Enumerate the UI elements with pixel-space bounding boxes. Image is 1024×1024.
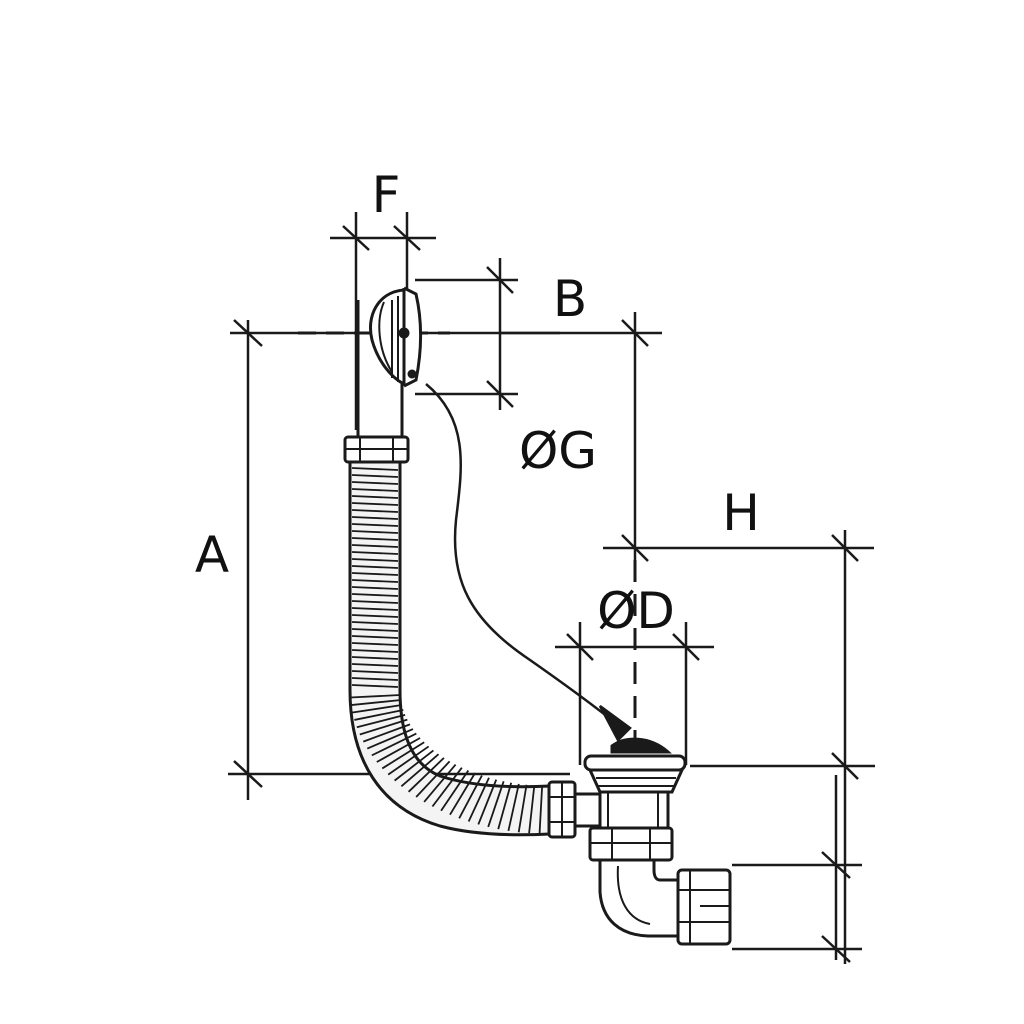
hose-rib xyxy=(362,723,411,743)
hose-rib xyxy=(366,728,414,750)
overflow-head xyxy=(369,286,422,388)
hose-rib xyxy=(487,781,505,828)
outlet-nut xyxy=(676,868,732,946)
hose-rib xyxy=(467,777,490,822)
hose-rib xyxy=(528,785,536,834)
hose-rib xyxy=(351,699,401,706)
hose-rib xyxy=(497,782,513,830)
hose-rib xyxy=(351,509,399,513)
hose-rib xyxy=(517,784,528,833)
dimension-labels: F B ØG H ØD A xyxy=(195,166,760,640)
hose-rib xyxy=(458,775,483,819)
label-d: ØD xyxy=(597,582,675,640)
flexible-hose xyxy=(348,460,552,837)
hose-rib xyxy=(351,614,399,618)
hose-rib xyxy=(415,760,451,798)
hose-rib xyxy=(431,767,463,808)
hose-rib xyxy=(507,783,520,832)
hose-rib xyxy=(376,737,421,763)
hose-rib xyxy=(351,523,399,527)
hose-rib xyxy=(351,677,399,681)
hose-rib xyxy=(351,642,399,646)
hose-rib xyxy=(351,467,399,471)
center-lines xyxy=(298,331,637,740)
hose-rib xyxy=(351,551,399,555)
label-a: A xyxy=(195,526,229,584)
hose-rib xyxy=(351,663,399,667)
hose-rib xyxy=(351,628,399,632)
label-b: B xyxy=(553,270,587,328)
hose-rib xyxy=(351,593,399,597)
hose-rib xyxy=(351,670,399,674)
hose-rib xyxy=(351,600,399,604)
hose-rib xyxy=(356,713,406,729)
hose-rib xyxy=(352,704,402,714)
hose-rib xyxy=(354,709,404,721)
label-f: F xyxy=(372,166,401,224)
hose-rib xyxy=(400,753,440,788)
hose-rib xyxy=(351,558,399,562)
hose-rib xyxy=(351,481,399,485)
hose-rib xyxy=(351,502,399,506)
hose-rib xyxy=(350,694,401,699)
hose-rib xyxy=(351,579,399,583)
hose-rib xyxy=(381,741,425,770)
hose-rib xyxy=(351,537,399,541)
hose-rib xyxy=(477,779,498,825)
hose-rib xyxy=(351,544,399,548)
control-cable xyxy=(425,383,632,743)
hose-rib xyxy=(359,718,408,736)
hose-rib xyxy=(351,621,399,625)
hose-rib xyxy=(387,745,430,776)
hose-rib xyxy=(351,586,399,590)
drain-nut xyxy=(588,826,674,862)
hose-rib xyxy=(449,772,476,816)
hose-rib xyxy=(351,474,399,478)
hose-rib xyxy=(351,649,399,653)
label-h: H xyxy=(722,484,760,542)
drain-body xyxy=(573,790,670,830)
upper-hose-nut xyxy=(343,435,410,464)
dimension-lines xyxy=(228,212,875,964)
drain-elbow xyxy=(598,858,682,938)
hose-rib xyxy=(351,684,399,688)
hose-rib xyxy=(407,757,445,793)
drain-plug xyxy=(583,737,687,794)
hose-rib xyxy=(351,488,399,492)
hose-rib xyxy=(351,656,399,660)
hose-rib xyxy=(371,732,417,757)
hose-rib xyxy=(394,749,434,782)
hose-rib xyxy=(351,565,399,569)
hose-rib xyxy=(423,764,457,803)
hose-rib xyxy=(440,770,470,812)
overflow-pipe xyxy=(356,300,404,438)
lower-hose-nut xyxy=(547,780,577,839)
hose-rib xyxy=(351,495,399,499)
hose-rib xyxy=(351,530,399,534)
hose-rib xyxy=(351,572,399,576)
label-g: ØG xyxy=(519,422,597,480)
hose-rib xyxy=(351,607,399,611)
hose-rib xyxy=(351,635,399,639)
hose-rib xyxy=(351,516,399,520)
hose-rib xyxy=(538,785,544,834)
